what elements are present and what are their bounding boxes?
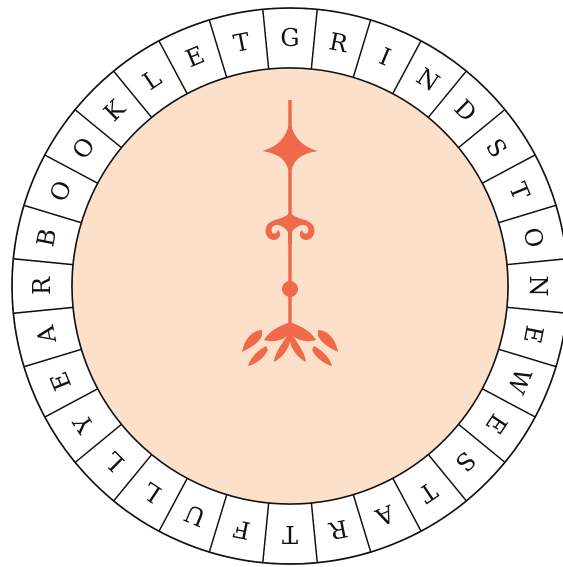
letter-cell[interactable]: T	[263, 503, 317, 564]
letter-cell[interactable]: R	[12, 259, 73, 313]
letter-cell-label: T	[282, 520, 298, 548]
letter-cell[interactable]: N	[507, 259, 563, 313]
letter-cell-label: R	[28, 276, 56, 295]
letter-cell-label: N	[524, 276, 552, 297]
letter-cell-label: G	[280, 24, 299, 52]
letter-cell[interactable]: G	[263, 8, 317, 69]
